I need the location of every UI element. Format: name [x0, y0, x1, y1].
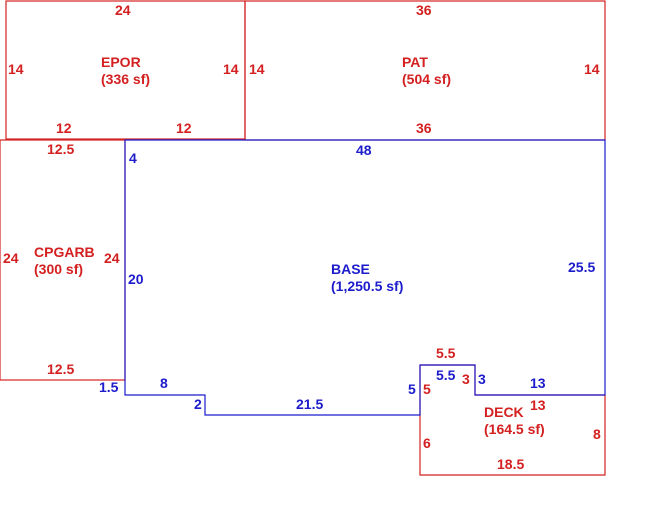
dim-deck-5-5: 5.5	[436, 345, 456, 361]
epor-outline	[5, 0, 246, 140]
dim-pat-top: 36	[416, 2, 432, 18]
dim-deck-6: 6	[423, 435, 431, 451]
deck-area: (164.5 sf)	[484, 421, 545, 437]
pat-name: PAT	[402, 54, 428, 70]
base-outline	[124, 139, 606, 416]
base-name: BASE	[331, 261, 370, 277]
dim-deck-3: 3	[462, 371, 470, 387]
dim-base-48: 48	[356, 142, 372, 158]
cpgarb-area: (300 sf)	[34, 261, 83, 277]
dim-epor-top: 24	[115, 2, 131, 18]
dim-epor-right: 14	[223, 61, 239, 77]
dim-base-1-5: 1.5	[99, 379, 119, 395]
dim-deck-5: 5	[423, 381, 431, 397]
dim-cpg-top: 12.5	[47, 141, 74, 157]
epor-name: EPOR	[101, 54, 141, 70]
dim-base-21-5: 21.5	[296, 396, 323, 412]
dim-epor-bottom-a: 12	[56, 120, 72, 136]
dim-deck-18-5: 18.5	[497, 456, 524, 472]
dim-cpg-left: 24	[3, 250, 19, 266]
dim-base-20: 20	[128, 271, 144, 287]
dim-pat-right: 14	[584, 61, 600, 77]
dim-deck-13: 13	[530, 397, 546, 413]
pat-area: (504 sf)	[402, 71, 451, 87]
dim-base-5: 5	[408, 381, 416, 397]
dim-base-25-5: 25.5	[568, 259, 595, 275]
cpgarb-name: CPGARB	[34, 244, 95, 260]
dim-cpg-bottom: 12.5	[47, 361, 74, 377]
dim-epor-left: 14	[8, 61, 24, 77]
dim-pat-left: 14	[249, 61, 265, 77]
dim-cpg-right: 24	[104, 250, 120, 266]
dim-pat-bottom: 36	[416, 120, 432, 136]
dim-deck-8: 8	[593, 426, 601, 442]
dim-epor-bottom-b: 12	[176, 120, 192, 136]
dim-base-4: 4	[129, 150, 137, 166]
dim-base-13: 13	[530, 375, 546, 391]
deck-name: DECK	[484, 404, 524, 420]
dim-base-8: 8	[160, 375, 168, 391]
epor-area: (336 sf)	[101, 71, 150, 87]
dim-base-2: 2	[194, 396, 202, 412]
dim-base-5-5: 5.5	[436, 367, 456, 383]
base-area: (1,250.5 sf)	[331, 278, 403, 294]
dim-base-3: 3	[478, 371, 486, 387]
